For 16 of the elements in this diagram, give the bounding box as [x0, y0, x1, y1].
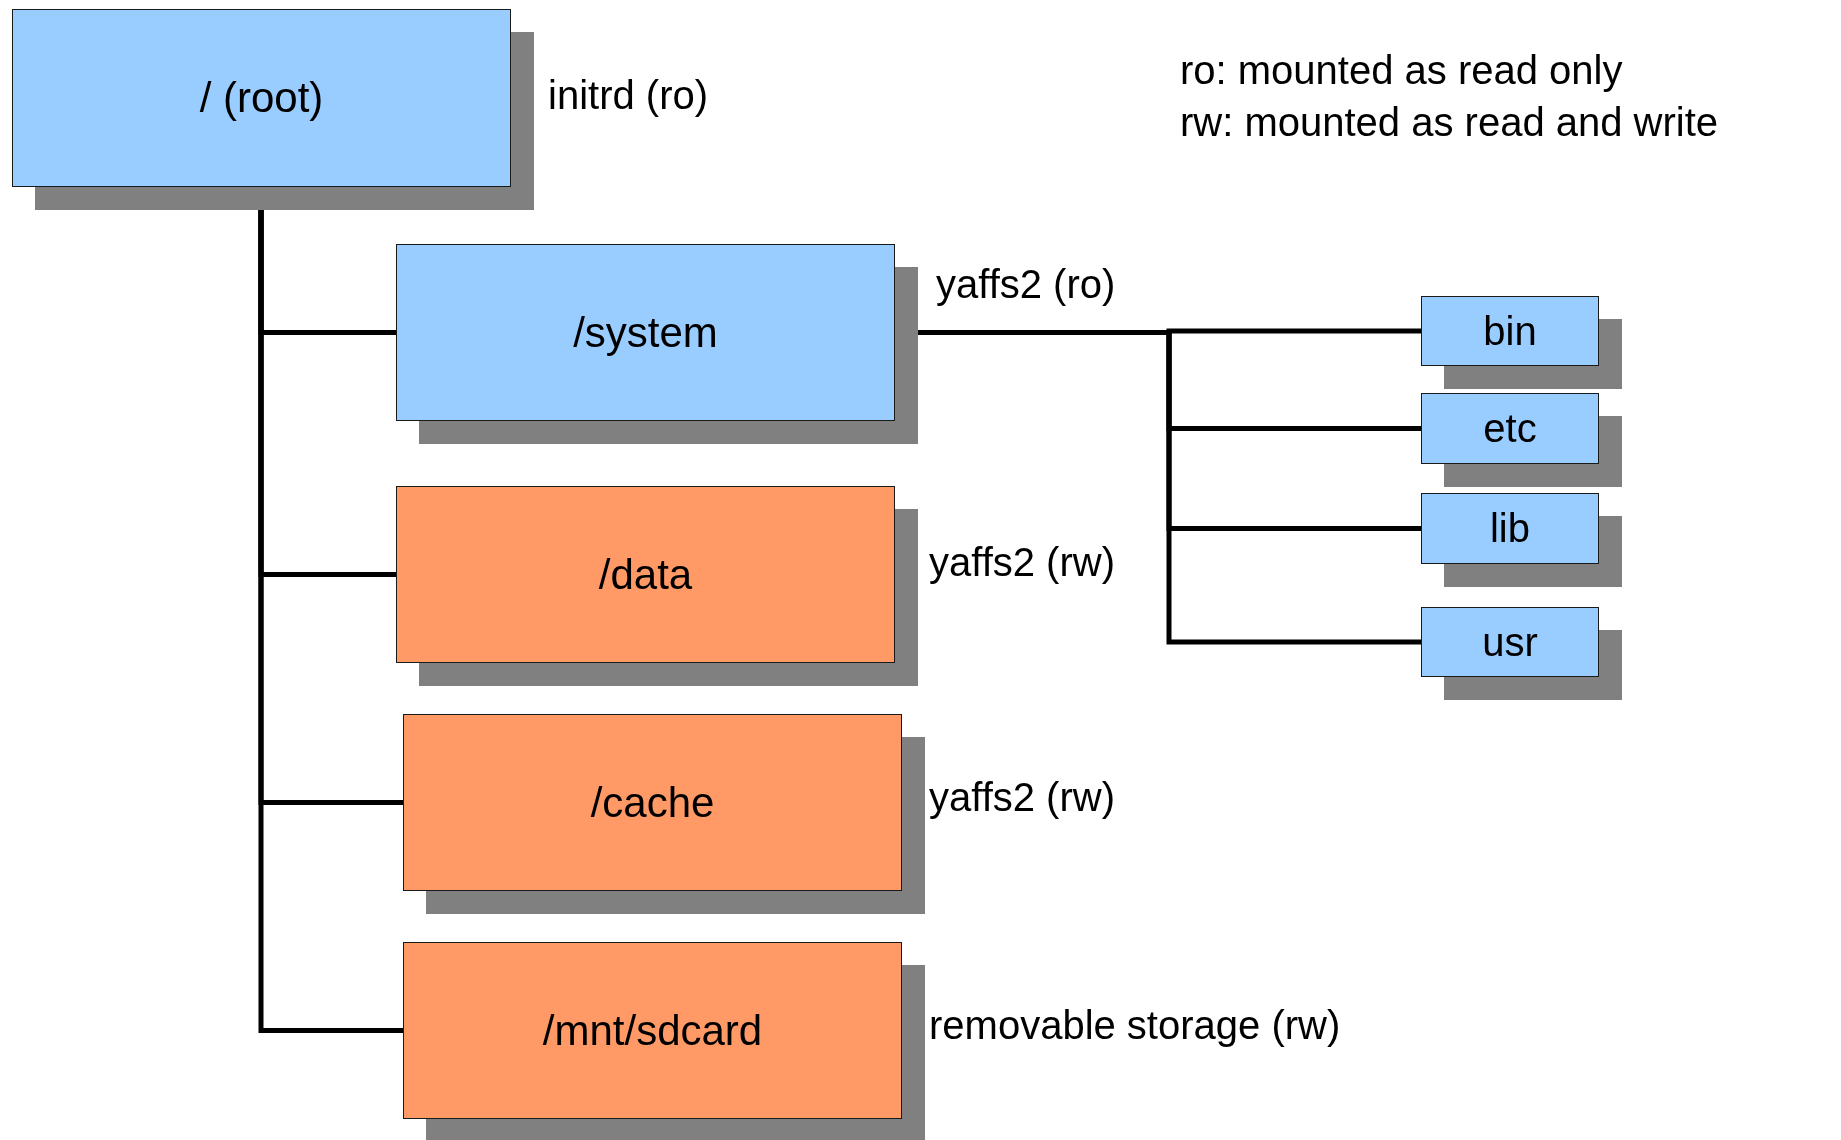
folder-name: etc [1483, 406, 1537, 451]
folder-name: bin [1483, 308, 1537, 354]
folder-name: /cache [590, 778, 715, 827]
note-text: ro: mounted as read only [1180, 47, 1623, 94]
folder-name: /data [598, 550, 693, 599]
folder-name: lib [1490, 506, 1530, 551]
folder-name: /system [573, 308, 718, 357]
filesystem-label: yaffs2 (rw) [929, 775, 1115, 820]
folder-name: / (root) [199, 74, 324, 122]
filesystem-label: yaffs2 (ro) [936, 262, 1116, 307]
note-text: rw: mounted as read and write [1180, 99, 1719, 146]
filesystem-label: yaffs2 (rw) [929, 540, 1115, 585]
folder-name: usr [1482, 619, 1538, 665]
filesystem-label: initrd (ro) [548, 73, 709, 118]
filesystem-label: removable storage (rw) [929, 1003, 1341, 1048]
folder-name: /mnt/sdcard [542, 1006, 763, 1055]
